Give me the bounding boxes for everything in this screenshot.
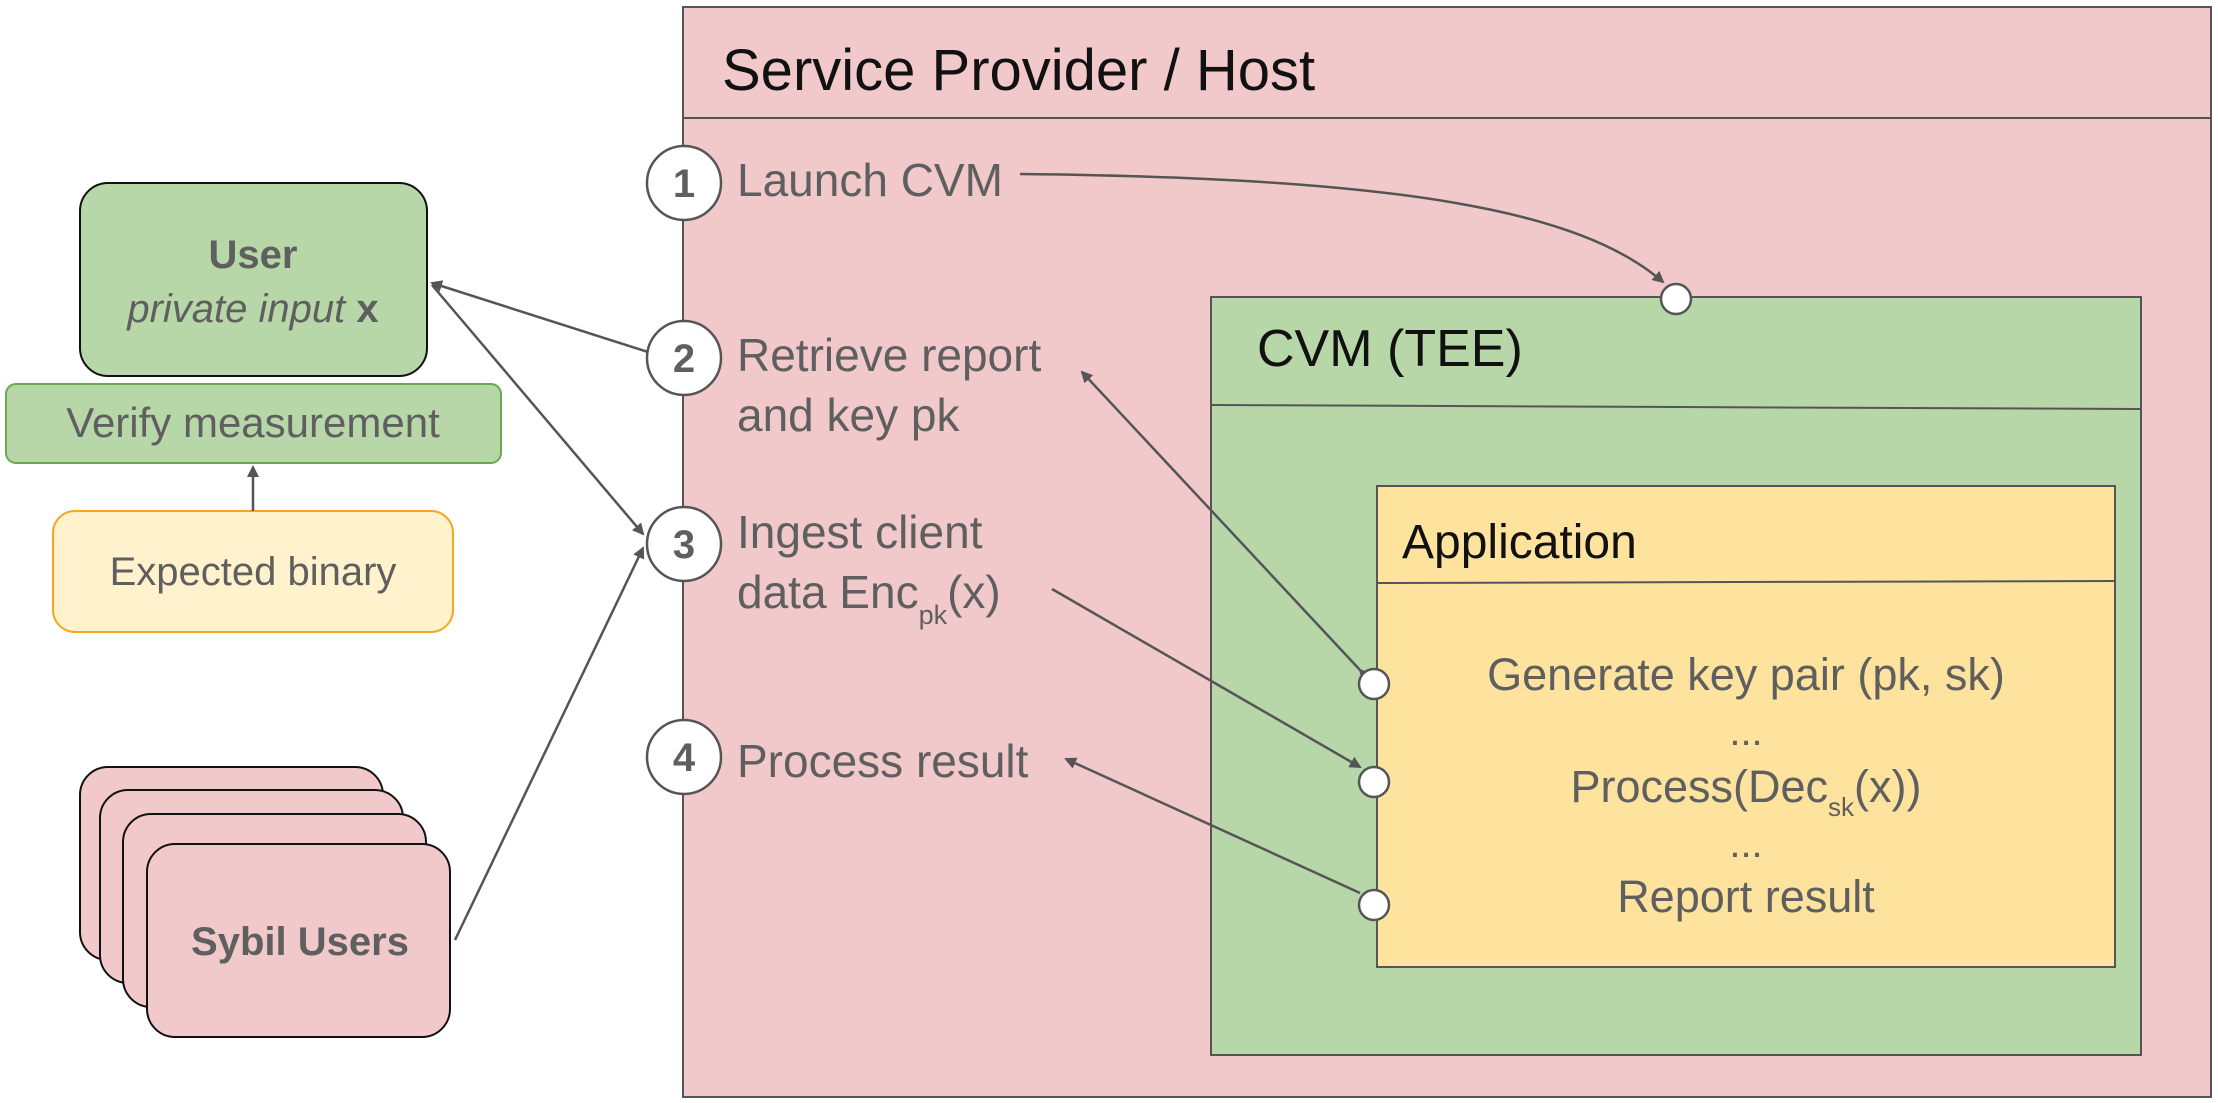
port-process <box>1357 765 1391 799</box>
port-cvm-launch <box>1659 282 1693 316</box>
arrow-ingest-to-process <box>1051 587 1362 769</box>
user-box: User private input x <box>79 182 428 377</box>
ports <box>1357 282 1693 922</box>
arrow-launch-cvm <box>1019 172 1665 284</box>
step-1-label: Launch CVM <box>737 154 1003 206</box>
arrow-sybil-to-step3 <box>453 546 645 941</box>
step-2-label-line1: Retrieve report <box>737 329 1041 381</box>
verify-measurement-box: Verify measurement <box>5 383 502 464</box>
app-line-process: Process(Decsk(x)) <box>1570 761 1921 822</box>
step-3: 3 Ingest client data Encpk(x) <box>645 505 1001 630</box>
verify-label: Verify measurement <box>66 399 440 446</box>
expected-binary-box: Expected binary <box>52 510 454 633</box>
application-title: Application <box>1402 516 1637 569</box>
step-2-label-line2: and key pk <box>737 389 960 441</box>
step-3-number: 3 <box>673 523 695 567</box>
user-title: User <box>209 233 298 277</box>
arrow-step2-to-user <box>430 280 649 354</box>
sybil-label: Sybil Users <box>191 920 409 964</box>
app-line-report-result: Report result <box>1617 871 1875 922</box>
cvm-title: CVM (TEE) <box>1257 320 1523 378</box>
step-4: 4 Process result <box>645 718 1029 796</box>
app-line-generate-key-pair: Generate key pair (pk, sk) <box>1487 649 2005 700</box>
step-2: 2 Retrieve report and key pk <box>645 319 1041 441</box>
port-keygen <box>1357 667 1391 701</box>
step-4-number: 4 <box>673 736 696 780</box>
host-title: Service Provider / Host <box>722 38 1315 103</box>
sybil-users-stack: Sybil Users <box>79 766 451 1038</box>
arrow-user-to-step3 <box>431 284 645 536</box>
arrow-keygen-to-retrieve <box>1080 370 1372 682</box>
step-1: 1 Launch CVM <box>645 144 1003 222</box>
arrow-report-to-process-result <box>1064 757 1361 895</box>
port-report <box>1357 888 1391 922</box>
application-container: Application Generate key pair (pk, sk) .… <box>1376 485 2116 968</box>
step-1-number: 1 <box>673 162 695 206</box>
step-3-label-line1: Ingest client <box>737 506 983 558</box>
step-4-label: Process result <box>737 735 1029 787</box>
step-3-label-line2: data Encpk(x) <box>737 566 1001 630</box>
app-ellipsis-2: ... <box>1729 822 1762 866</box>
connectors <box>247 172 1665 941</box>
user-subtitle: private input x <box>126 287 378 331</box>
step-2-number: 2 <box>673 337 695 381</box>
app-ellipsis-1: ... <box>1729 710 1762 754</box>
expected-label: Expected binary <box>110 550 397 594</box>
